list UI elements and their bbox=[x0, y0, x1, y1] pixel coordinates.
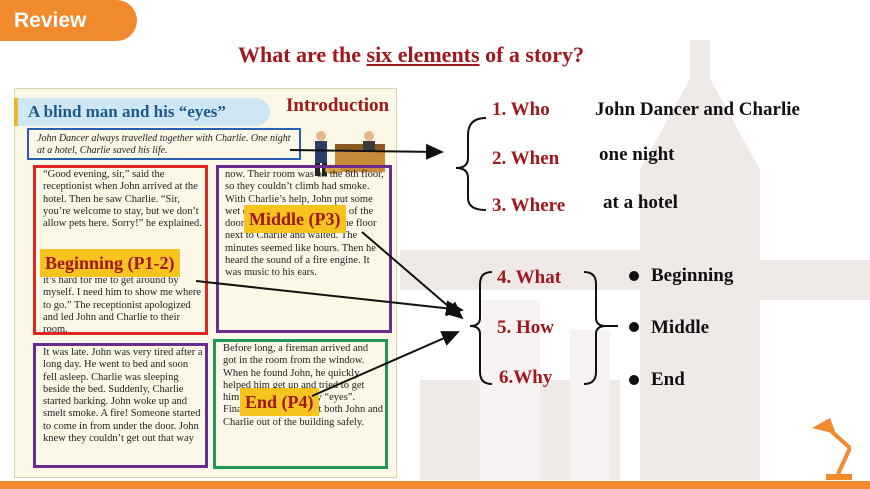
answer-who: John Dancer and Charlie bbox=[595, 99, 800, 120]
end-right-box bbox=[213, 339, 388, 469]
answer-where: at a hotel bbox=[603, 192, 678, 213]
review-tab: Review bbox=[0, 0, 137, 41]
element-why: 6.Why bbox=[499, 367, 553, 388]
hotel-illustration bbox=[315, 131, 385, 176]
introduction-box: John Dancer always travelled together wi… bbox=[27, 128, 301, 160]
middle-tag: Middle (P3) bbox=[244, 205, 346, 233]
question-prefix: What are the bbox=[238, 42, 367, 67]
question-suffix: of a story? bbox=[479, 42, 585, 67]
end-tag: End (P4) bbox=[240, 388, 319, 416]
title-accent-bar bbox=[14, 98, 20, 126]
element-how: 5. How bbox=[497, 317, 554, 338]
paragraph-4a: It was late. John was very tired after a… bbox=[43, 347, 203, 445]
paragraph-2: it’s hard for me to get around by myself… bbox=[43, 275, 202, 336]
bullet-icon bbox=[629, 322, 639, 332]
bottom-strip bbox=[0, 481, 870, 489]
paragraph-1: “Good evening, sir,” said the receptioni… bbox=[43, 169, 202, 230]
plot-beginning: Beginning bbox=[651, 265, 734, 286]
element-when: 2. When bbox=[492, 148, 560, 169]
beginning-tag: Beginning (P1-2) bbox=[40, 249, 180, 277]
question-title: What are the six elements of a story? bbox=[238, 42, 584, 68]
plot-end: End bbox=[651, 369, 685, 390]
beginning-box bbox=[33, 165, 208, 335]
question-emphasis: six elements bbox=[366, 42, 480, 67]
element-who: 1. Who bbox=[492, 99, 550, 120]
plot-middle: Middle bbox=[651, 317, 710, 338]
element-what: 4. What bbox=[497, 267, 562, 288]
introduction-label: Introduction bbox=[286, 95, 390, 116]
end-left-box bbox=[33, 343, 208, 468]
bullet-icon bbox=[629, 375, 639, 385]
middle-box bbox=[216, 165, 392, 333]
answer-when: one night bbox=[599, 144, 675, 165]
story-title: A blind man and his “eyes” bbox=[18, 98, 270, 126]
bullet-icon bbox=[629, 271, 639, 281]
element-where: 3. Where bbox=[492, 195, 566, 216]
desk-lamp-icon bbox=[812, 418, 852, 480]
